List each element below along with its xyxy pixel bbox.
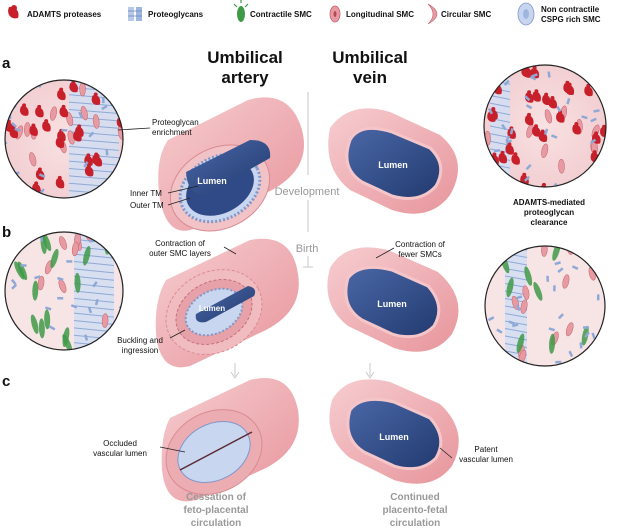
outcome-vein-line1: Continued bbox=[390, 492, 439, 503]
noncontractile-smc-legend-icon bbox=[517, 2, 535, 26]
vessel-vein-development: Lumen bbox=[328, 108, 458, 214]
contraction-fewer-line2: fewer SMCs bbox=[398, 250, 442, 259]
outcome-vein-line2: placento-fetal bbox=[382, 505, 447, 516]
lumen-label-vein-b: Lumen bbox=[377, 299, 407, 309]
patent-line1: Patent bbox=[474, 445, 498, 454]
adamts-clearance-line1: ADAMTS-mediated bbox=[513, 198, 585, 207]
proteoglycans-legend-icon bbox=[128, 7, 142, 21]
outer-tm-label: Outer TM bbox=[130, 201, 164, 210]
adamts-legend-icon bbox=[8, 5, 19, 19]
legend: ADAMTS proteases Proteoglycans Contracti… bbox=[8, 0, 601, 26]
legend-circular-label: Circular SMC bbox=[441, 10, 491, 19]
longitudinal-smc-legend-icon bbox=[329, 5, 341, 23]
outcome-vein-line3: circulation bbox=[390, 518, 441, 529]
patent-line2: vascular lumen bbox=[459, 455, 513, 464]
legend-noncontractile-line1: Non contractile bbox=[541, 5, 600, 14]
timeline-arrow bbox=[303, 92, 313, 268]
proteoglycan-enrichment-line2: enrichment bbox=[152, 128, 192, 137]
outcome-artery-line2: feto-placental bbox=[183, 505, 248, 516]
legend-proteoglycans-label: Proteoglycans bbox=[148, 10, 204, 19]
legend-adamts-label: ADAMTS proteases bbox=[27, 10, 102, 19]
vein-title-line2: vein bbox=[353, 68, 387, 87]
circular-smc-legend-icon bbox=[427, 3, 438, 25]
outcome-artery-line3: circulation bbox=[191, 518, 242, 529]
lumen-label-vein-c: Lumen bbox=[379, 432, 409, 442]
artery-title-line2: artery bbox=[221, 68, 269, 87]
panel-label-c: c bbox=[2, 373, 10, 390]
contraction-outer-line2: outer SMC layers bbox=[149, 249, 211, 258]
inner-tm-label: Inner TM bbox=[130, 189, 162, 198]
inset-vein-development bbox=[483, 64, 607, 188]
occluded-line2: vascular lumen bbox=[93, 449, 147, 458]
inset-vein-birth bbox=[484, 245, 606, 367]
stage-birth: Birth bbox=[296, 243, 319, 255]
vessel-artery-birth: Lumen bbox=[155, 238, 299, 368]
buckling-line1: Buckling and bbox=[117, 336, 163, 345]
leader-lines bbox=[117, 127, 453, 459]
vessel-vein-postnatal: Lumen bbox=[329, 379, 459, 484]
lumen-label-artery-a: Lumen bbox=[197, 176, 227, 186]
proteoglycan-enrichment-line1: Proteoglycan bbox=[152, 118, 199, 127]
transition-arrows bbox=[230, 363, 375, 379]
artery-title-line1: Umbilical bbox=[207, 48, 283, 67]
inset-artery-development bbox=[4, 79, 124, 199]
adamts-clearance-line3: clearance bbox=[531, 218, 568, 227]
buckling-line2: ingression bbox=[122, 346, 158, 355]
lumen-label-vein-a: Lumen bbox=[378, 160, 408, 170]
vessel-artery-development: Lumen bbox=[158, 97, 304, 232]
panel-label-b: b bbox=[2, 224, 11, 241]
legend-noncontractile-line2: CSPG rich SMC bbox=[541, 15, 601, 24]
inset-artery-birth bbox=[4, 231, 124, 351]
vessel-artery-postnatal bbox=[161, 378, 299, 502]
contraction-outer-line1: Contraction of bbox=[155, 239, 206, 248]
panel-label-a: a bbox=[2, 55, 11, 72]
contractile-smc-legend-icon bbox=[233, 0, 249, 22]
stage-development: Development bbox=[275, 186, 340, 198]
legend-contractile-label: Contractile SMC bbox=[250, 10, 312, 19]
vessel-vein-birth: Lumen bbox=[327, 247, 459, 352]
occluded-line1: Occluded bbox=[103, 439, 137, 448]
legend-longitudinal-label: Longitudinal SMC bbox=[346, 10, 414, 19]
outcome-artery-line1: Cessation of bbox=[186, 492, 247, 503]
adamts-clearance-line2: proteoglycan bbox=[524, 208, 574, 217]
contraction-fewer-line1: Contraction of bbox=[395, 240, 446, 249]
vein-title-line1: Umbilical bbox=[332, 48, 408, 67]
lumen-label-artery-b: Lumen bbox=[199, 304, 225, 313]
